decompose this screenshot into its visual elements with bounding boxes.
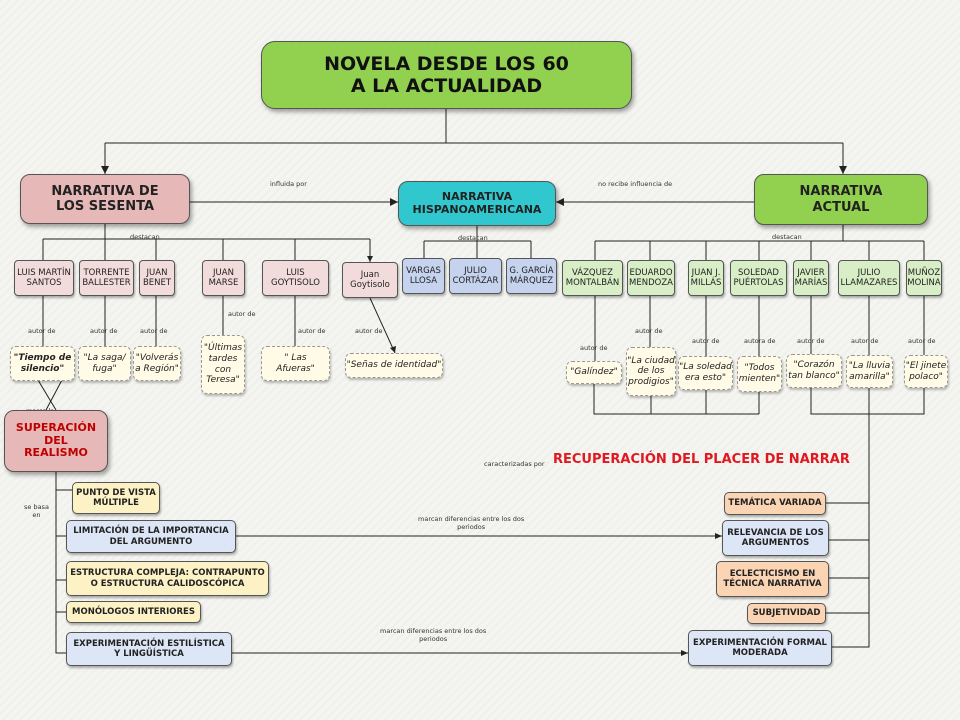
recuperacion-placer-label: RECUPERACIÓN DEL PLACER DE NARRAR [553,452,850,467]
marcan-diferencias-label: marcan diferencias entre los dos periodo… [380,627,487,644]
feature-node: RELEVANCIA DE LOS ARGUMENTOS [722,520,829,556]
autor-de-label: autor de [28,327,56,335]
author-node: G. GARCÍA MÁRQUEZ [506,258,557,294]
author-node: LUIS GOYTISOLO [262,260,329,296]
feature-node: TEMÁTICA VARIADA [724,492,826,515]
author-node: JUAN BENET [139,260,175,296]
destacan-label-hispano: destacan [458,234,488,242]
no-recibe-influencia-label: no recibe influencia de [598,180,673,188]
feature-node: LIMITACIÓN DE LA IMPORTANCIA DEL ARGUMEN… [66,520,236,553]
destacan-label-actual: destacan [772,233,802,241]
autor-de-label: autor de [635,327,663,335]
work-node: "Volverás a Región" [133,346,181,381]
influida-por-label: influida por [270,180,307,188]
work-node: "La lluvia amarilla" [846,355,893,388]
autor-de-label: autor de [797,337,825,345]
author-node: MUÑOZ MOLINA [906,260,942,296]
author-node: JAVIER MARÍAS [793,260,829,296]
work-node: "La ciudad de los prodigios" [626,347,676,396]
work-node: "Todos mienten" [737,356,782,392]
narrativa-sesenta-node: NARRATIVA DE LOS SESENTA [20,174,190,224]
author-node: VÁZQUEZ MONTALBÁN [562,260,623,296]
feature-node: EXPERIMENTACIÓN FORMAL MODERADA [688,630,832,666]
feature-node: PUNTO DE VISTA MÚLTIPLE [72,482,160,514]
autora-de-label: autora de [744,337,776,345]
author-node: JULIO LLAMAZARES [838,260,900,296]
autor-de-label: autor de [355,327,383,335]
autor-de-label: autor de [580,344,608,352]
caracterizadas-por-label: caracterizadas por [484,460,545,468]
feature-node: SUBJETIVIDAD [747,603,826,624]
marcan-diferencias-label: marcan diferencias entre los dos periodo… [418,515,525,532]
se-basa-en-label: se basa en [24,503,49,520]
superacion-realismo-node: SUPERACIÓN DEL REALISMO [4,410,108,472]
author-node: JUAN J. MILLÁS [688,260,724,296]
feature-node: ESTRUCTURA COMPLEJA: CONTRAPUNTO O ESTRU… [66,561,269,596]
work-node: "Últimas tardes con Teresa" [201,335,245,394]
author-node: Juan Goytisolo [342,262,398,298]
author-node: JULIO CORTÁZAR [449,258,502,294]
work-node: "Tiempo de silencio" [10,346,75,381]
work-node: "Galíndez" [566,361,622,384]
narrativa-actual-node: NARRATIVA ACTUAL [754,174,928,225]
autor-de-label: autor de [90,327,118,335]
author-node: TORRENTE BALLESTER [79,260,134,296]
author-node: JUAN MARSE [202,260,245,296]
autor-de-label: autor de [298,327,326,335]
autor-de-label: autor de [908,337,936,345]
main-title: NOVELA DESDE LOS 60 A LA ACTUALIDAD [261,41,632,109]
narrativa-hispanoamericana-node: NARRATIVA HISPANOAMERICANA [398,181,556,226]
autor-de-label: autor de [140,327,168,335]
autor-de-label: autor de [228,310,256,318]
autor-de-label: autor de [692,337,720,345]
autor-de-label: autor de [851,337,879,345]
destacan-label-sesenta: destacan [130,233,160,241]
author-node: VARGAS LLOSA [402,258,445,294]
work-node: "Corazón tan blanco" [786,354,842,388]
work-node: "El jinete polaco" [904,355,948,388]
feature-node: ECLECTICISMO EN TÉCNICA NARRATIVA [716,561,829,597]
feature-node: MONÓLOGOS INTERIORES [66,601,201,623]
author-node: SOLEDAD PUÉRTOLAS [730,260,787,296]
author-node: EDUARDO MENDOZA [627,260,675,296]
feature-node: EXPERIMENTACIÓN ESTILÍSTICA Y LINGÜÍSTIC… [66,632,232,666]
work-node: "Señas de identidad" [345,353,443,378]
author-node: LUIS MARTÍN SANTOS [14,260,74,296]
work-node: " Las Afueras" [261,346,330,381]
work-node: "La soledad era esto" [678,356,733,390]
work-node: "La saga/ fuga" [78,346,131,381]
